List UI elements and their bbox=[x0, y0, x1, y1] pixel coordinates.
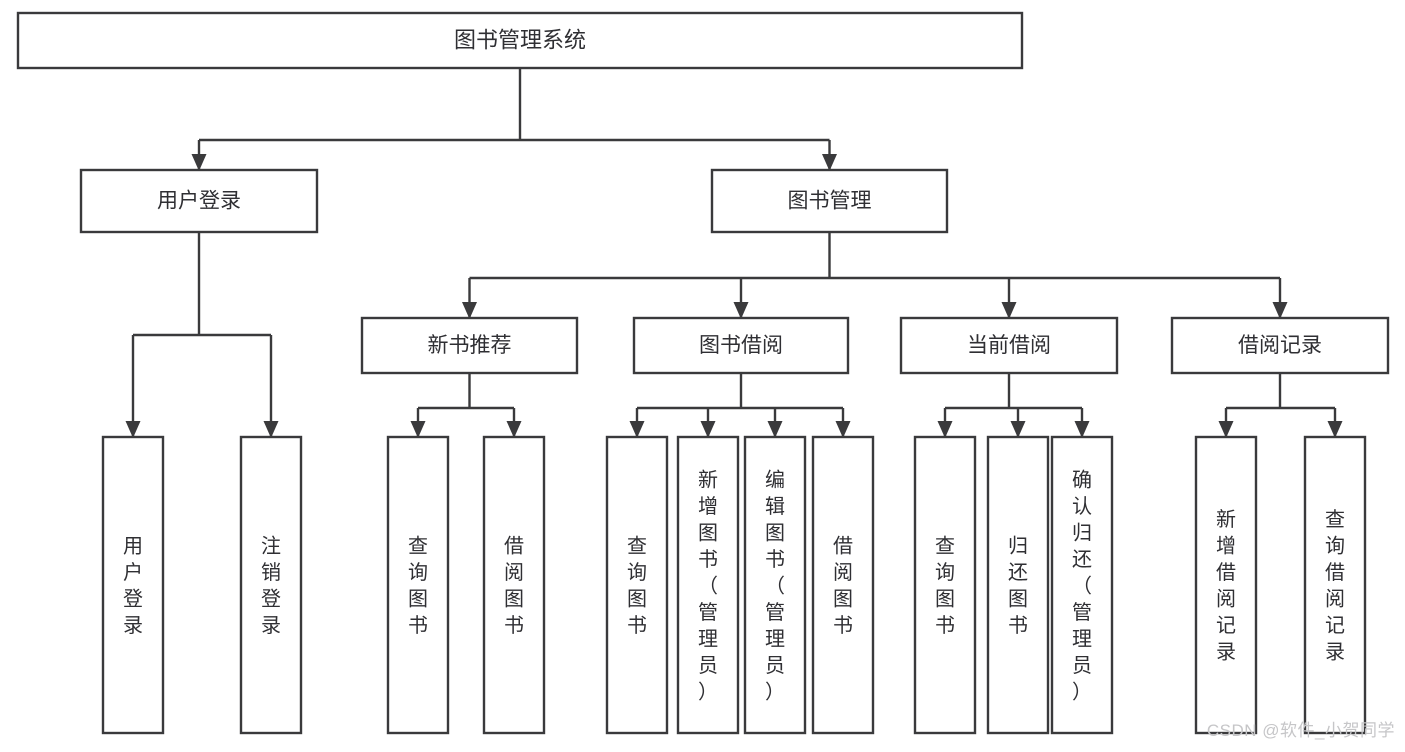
node-leaf-query-book-2-box[interactable] bbox=[605, 435, 669, 735]
book-borrow-arrow-2 bbox=[767, 421, 783, 438]
root-arrow-0 bbox=[191, 154, 207, 171]
node-leaf-user-login-box[interactable] bbox=[101, 435, 165, 735]
node-leaf-logout-login-label: 注销登录 bbox=[261, 535, 281, 638]
borrow-record-arrow-0 bbox=[1218, 421, 1234, 438]
node-leaf-borrow-book-1-box[interactable] bbox=[482, 435, 546, 735]
node-leaf-query-book-3[interactable]: 查询图书 bbox=[913, 435, 977, 735]
node-leaf-confirm-return-box[interactable] bbox=[1050, 435, 1114, 735]
node-book-management[interactable]: 图书管理 bbox=[710, 168, 949, 234]
user-login-arrow-1 bbox=[263, 421, 279, 438]
node-book-borrow[interactable]: 图书借阅 bbox=[632, 316, 850, 375]
node-leaf-confirm-return[interactable]: 确认归还（管理员） bbox=[1050, 435, 1114, 735]
new-book-recommend-arrow-1 bbox=[506, 421, 522, 438]
node-leaf-edit-book-label: 编辑图书（管理员） bbox=[765, 468, 785, 703]
root-arrow-1 bbox=[822, 154, 837, 171]
node-leaf-borrow-book-2-label: 借阅图书 bbox=[833, 535, 853, 638]
new-book-recommend-arrow-0 bbox=[410, 421, 426, 438]
node-new-book-recommend-label: 新书推荐 bbox=[428, 334, 512, 357]
node-leaf-query-record-label: 查询借阅记录 bbox=[1325, 508, 1345, 664]
bookmgmt-arrow-2 bbox=[1001, 302, 1017, 319]
node-current-borrow-label: 当前借阅 bbox=[967, 334, 1051, 357]
current-borrow-arrow-1 bbox=[1010, 421, 1026, 438]
node-book-borrow-label: 图书借阅 bbox=[699, 334, 783, 357]
node-leaf-confirm-return-label: 确认归还（管理员） bbox=[1072, 468, 1092, 703]
node-leaf-query-record-box[interactable] bbox=[1303, 435, 1367, 735]
node-current-borrow[interactable]: 当前借阅 bbox=[899, 316, 1119, 375]
node-borrow-record-label: 借阅记录 bbox=[1238, 334, 1322, 357]
node-leaf-logout-login-box[interactable] bbox=[239, 435, 303, 735]
node-leaf-query-book-1[interactable]: 查询图书 bbox=[386, 435, 450, 735]
node-leaf-query-book-2-label: 查询图书 bbox=[627, 535, 647, 638]
bookmgmt-arrow-3 bbox=[1272, 302, 1288, 319]
node-leaf-logout-login[interactable]: 注销登录 bbox=[239, 435, 303, 735]
node-new-book-recommend-box[interactable] bbox=[360, 316, 579, 375]
user-login-arrow-0 bbox=[125, 421, 141, 438]
book-borrow-arrow-0 bbox=[629, 421, 645, 438]
node-leaf-query-book-1-box[interactable] bbox=[386, 435, 450, 735]
node-user-login[interactable]: 用户登录 bbox=[79, 168, 319, 234]
csdn-watermark: CSDN @软件_小贺同学 bbox=[1206, 721, 1395, 740]
node-root-label: 图书管理系统 bbox=[454, 27, 586, 52]
node-root[interactable]: 图书管理系统 bbox=[16, 11, 1024, 70]
current-borrow-arrow-0 bbox=[937, 421, 953, 438]
node-layer: 图书管理系统用户登录图书管理新书推荐图书借阅当前借阅借阅记录用户登录注销登录查询… bbox=[16, 11, 1390, 735]
node-book-management-box[interactable] bbox=[710, 168, 949, 234]
connector-layer bbox=[125, 68, 1343, 438]
node-leaf-return-book-box[interactable] bbox=[986, 435, 1050, 735]
borrow-record-arrow-1 bbox=[1327, 421, 1343, 438]
node-leaf-query-book-1-label: 查询图书 bbox=[408, 535, 428, 638]
bookmgmt-arrow-0 bbox=[462, 302, 477, 319]
node-leaf-add-record-box[interactable] bbox=[1194, 435, 1258, 735]
node-new-book-recommend[interactable]: 新书推荐 bbox=[360, 316, 579, 375]
node-book-management-label: 图书管理 bbox=[788, 190, 872, 213]
node-book-borrow-box[interactable] bbox=[632, 316, 850, 375]
node-current-borrow-box[interactable] bbox=[899, 316, 1119, 375]
bookmgmt-arrow-1 bbox=[733, 302, 749, 319]
node-leaf-add-record-label: 新增借阅记录 bbox=[1216, 508, 1236, 664]
node-leaf-add-book-box[interactable] bbox=[676, 435, 740, 735]
node-root-box[interactable] bbox=[16, 11, 1024, 70]
node-user-login-label: 用户登录 bbox=[157, 190, 241, 213]
node-user-login-box[interactable] bbox=[79, 168, 319, 234]
node-leaf-edit-book[interactable]: 编辑图书（管理员） bbox=[743, 435, 807, 735]
node-leaf-query-book-2[interactable]: 查询图书 bbox=[605, 435, 669, 735]
node-borrow-record[interactable]: 借阅记录 bbox=[1170, 316, 1390, 375]
node-leaf-user-login[interactable]: 用户登录 bbox=[101, 435, 165, 735]
node-leaf-borrow-book-1[interactable]: 借阅图书 bbox=[482, 435, 546, 735]
node-leaf-query-record[interactable]: 查询借阅记录 bbox=[1303, 435, 1367, 735]
node-leaf-add-book[interactable]: 新增图书（管理员） bbox=[676, 435, 740, 735]
node-leaf-add-book-label: 新增图书（管理员） bbox=[698, 468, 718, 703]
node-borrow-record-box[interactable] bbox=[1170, 316, 1390, 375]
node-leaf-user-login-label: 用户登录 bbox=[123, 536, 143, 638]
node-leaf-borrow-book-1-label: 借阅图书 bbox=[504, 535, 524, 638]
node-leaf-edit-book-box[interactable] bbox=[743, 435, 807, 735]
node-leaf-query-book-3-box[interactable] bbox=[913, 435, 977, 735]
node-leaf-query-book-3-label: 查询图书 bbox=[935, 535, 955, 638]
node-leaf-return-book-label: 归还图书 bbox=[1008, 535, 1028, 638]
node-leaf-borrow-book-2-box[interactable] bbox=[811, 435, 875, 735]
book-borrow-arrow-1 bbox=[700, 421, 716, 438]
current-borrow-arrow-2 bbox=[1074, 421, 1090, 438]
node-leaf-borrow-book-2[interactable]: 借阅图书 bbox=[811, 435, 875, 735]
node-leaf-return-book[interactable]: 归还图书 bbox=[986, 435, 1050, 735]
book-borrow-arrow-3 bbox=[835, 421, 851, 438]
node-leaf-add-record[interactable]: 新增借阅记录 bbox=[1194, 435, 1258, 735]
